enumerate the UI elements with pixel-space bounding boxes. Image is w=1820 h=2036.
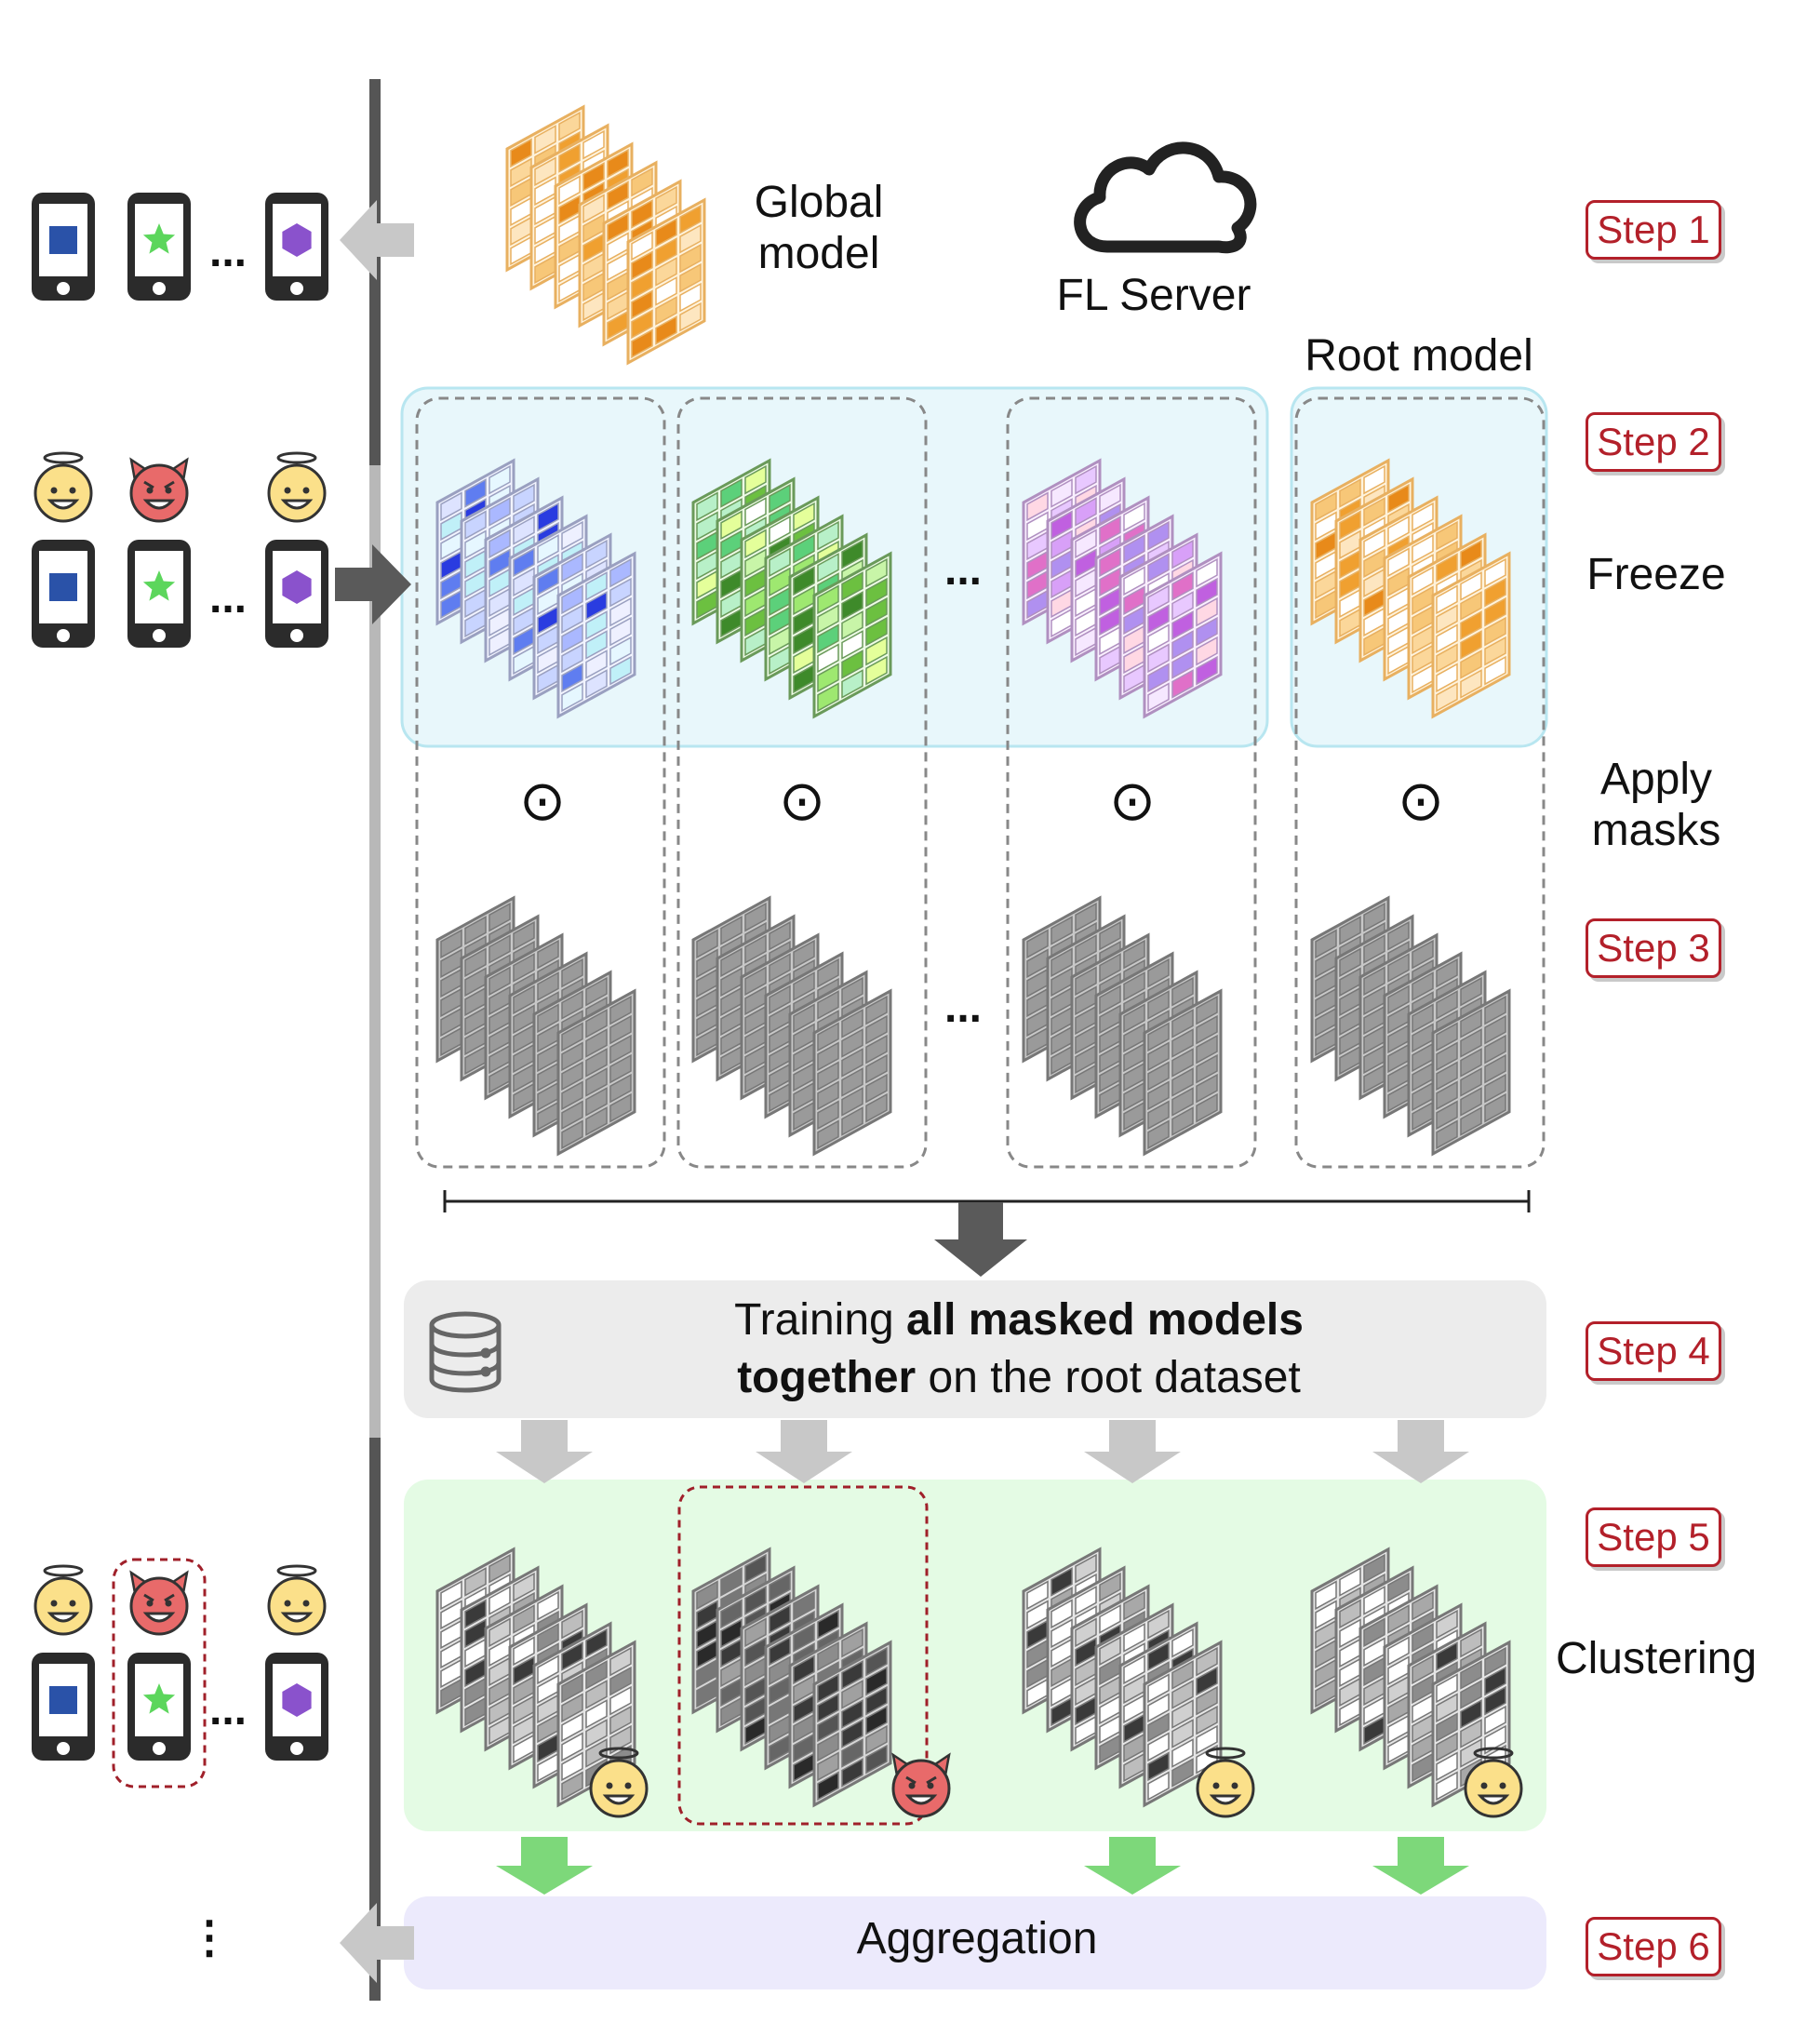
- client-model-2-stack-sheet-5: [812, 551, 892, 719]
- database-icon: [429, 1311, 502, 1393]
- ellipsis-clients-1: ...: [208, 227, 247, 276]
- cluster-face-4: [1464, 1747, 1523, 1818]
- purple-hexagon-icon: [282, 223, 312, 257]
- client-model-1-stack: [435, 458, 636, 719]
- root-model-label: Root model: [1305, 331, 1533, 381]
- green-arrow-3: [1372, 1837, 1469, 1895]
- training-bold-2: together: [737, 1353, 917, 1403]
- training-bold-1: all masked models: [906, 1295, 1304, 1345]
- ellipsis-models-top: ...: [943, 545, 982, 595]
- mask-stack-2-sheet-5: [812, 988, 892, 1157]
- client-model-n-stack-sheet-5: [1143, 551, 1223, 719]
- clustering-region: [404, 1480, 1546, 1831]
- cluster-face-3: [1196, 1747, 1255, 1818]
- arrow-down-1: [496, 1420, 593, 1483]
- mask-stack-4: [1310, 895, 1511, 1157]
- vertical-ellipsis: ⋮: [187, 1913, 232, 1962]
- client-phone-step5-3: [265, 1653, 328, 1761]
- client-model-n-stack: [1022, 458, 1223, 719]
- purple-hexagon-icon: [282, 1683, 312, 1717]
- apply-masks-label: Apply masks: [1591, 755, 1721, 856]
- odot-operator-4: ⊙: [1397, 770, 1445, 832]
- mask-stack-4-sheet-5: [1431, 988, 1511, 1157]
- freeze-label: Freeze: [1586, 550, 1726, 599]
- mask-stack-2: [691, 895, 892, 1157]
- client-model-2-stack: [691, 458, 892, 719]
- step-2-badge: Step 2: [1586, 412, 1721, 472]
- masked-model-1-stack: [435, 1547, 636, 1808]
- green-star-icon: [142, 570, 176, 601]
- arrow-down-2: [756, 1420, 852, 1483]
- step-4-badge: Step 4: [1586, 1321, 1721, 1381]
- client-phone-step5-1: [32, 1653, 95, 1761]
- training-text-1: Training: [734, 1295, 907, 1345]
- arrows: [335, 200, 1469, 1983]
- client-face-step5-3: [267, 1564, 327, 1636]
- masked-model-2-stack-sheet-5: [812, 1640, 892, 1808]
- client-model-1-stack-sheet-5: [556, 551, 636, 719]
- ellipsis-clients-3: ...: [208, 1685, 247, 1735]
- arrow-to-clients-step1: [340, 200, 414, 280]
- blue-square-icon: [49, 573, 77, 601]
- malicious-client-box: [112, 1558, 207, 1788]
- odot-operator-3: ⊙: [1108, 770, 1157, 832]
- odot-operator-2: ⊙: [778, 770, 826, 832]
- mask-stack-1-sheet-5: [556, 988, 636, 1157]
- global-model-stack-sheet-5: [626, 197, 706, 366]
- arrow-down-training: [934, 1202, 1027, 1277]
- client-columns: [415, 396, 1546, 1169]
- cloud-icon: [1074, 141, 1257, 254]
- root-model-stack: [1310, 458, 1511, 719]
- client-phone-step2-1: [32, 540, 95, 648]
- step-3-badge: Step 3: [1586, 918, 1721, 978]
- mask-stack-1: [435, 895, 636, 1157]
- odot-operator-1: ⊙: [518, 770, 567, 832]
- client-phone-step1-1: [32, 193, 95, 301]
- bracket: [443, 1190, 1531, 1212]
- clustering-label: Clustering: [1555, 1634, 1758, 1683]
- masked-model-2-stack: [691, 1547, 892, 1808]
- client-phone-step1-3: [265, 193, 328, 301]
- step-1-badge: Step 1: [1586, 200, 1721, 260]
- client-face-step5-2: [129, 1570, 189, 1636]
- aggregation-box: [404, 1896, 1546, 1989]
- client-phone-step2-2: [127, 540, 191, 648]
- blue-square-icon: [49, 1686, 77, 1714]
- malicious-cluster-box: [677, 1485, 929, 1826]
- root-model-stack-sheet-5: [1431, 551, 1511, 719]
- green-arrow-1: [496, 1837, 593, 1895]
- green-arrow-2: [1084, 1837, 1181, 1895]
- client-phone-step5-2: [127, 1653, 191, 1761]
- arrow-down-4: [1372, 1420, 1469, 1483]
- client-face-step2-2: [129, 457, 189, 523]
- arrow-to-clients-step6: [340, 1903, 414, 1983]
- green-star-icon: [142, 1683, 176, 1714]
- ellipsis-masks: ...: [943, 983, 982, 1032]
- global-model-label: Global model: [754, 178, 884, 279]
- client-face-step5-1: [33, 1564, 93, 1636]
- global-model-stack: [505, 104, 706, 366]
- client-face-step2-1: [33, 451, 93, 523]
- arrow-to-server-step2: [335, 544, 411, 624]
- mask-stack-3-sheet-5: [1143, 988, 1223, 1157]
- step-6-badge: Step 6: [1586, 1917, 1721, 1976]
- training-text-2: on the root dataset: [916, 1353, 1301, 1403]
- green-star-icon: [142, 223, 176, 254]
- client-phone-step1-2: [127, 193, 191, 301]
- cluster-face-1: [589, 1747, 649, 1818]
- ellipsis-clients-2: ...: [208, 573, 247, 623]
- arrow-down-3: [1084, 1420, 1181, 1483]
- training-box: [404, 1280, 1546, 1418]
- purple-hexagon-icon: [282, 570, 312, 604]
- client-face-step2-3: [267, 451, 327, 523]
- client-phone-step2-3: [265, 540, 328, 648]
- mask-stack-3: [1022, 895, 1223, 1157]
- fl-server-label: FL Server: [1056, 271, 1251, 320]
- step-5-badge: Step 5: [1586, 1507, 1721, 1567]
- blue-square-icon: [49, 226, 77, 254]
- aggregation-label: Aggregation: [856, 1914, 1098, 1963]
- training-description: Training all masked models together on t…: [577, 1292, 1461, 1408]
- cluster-face-2: [891, 1752, 951, 1818]
